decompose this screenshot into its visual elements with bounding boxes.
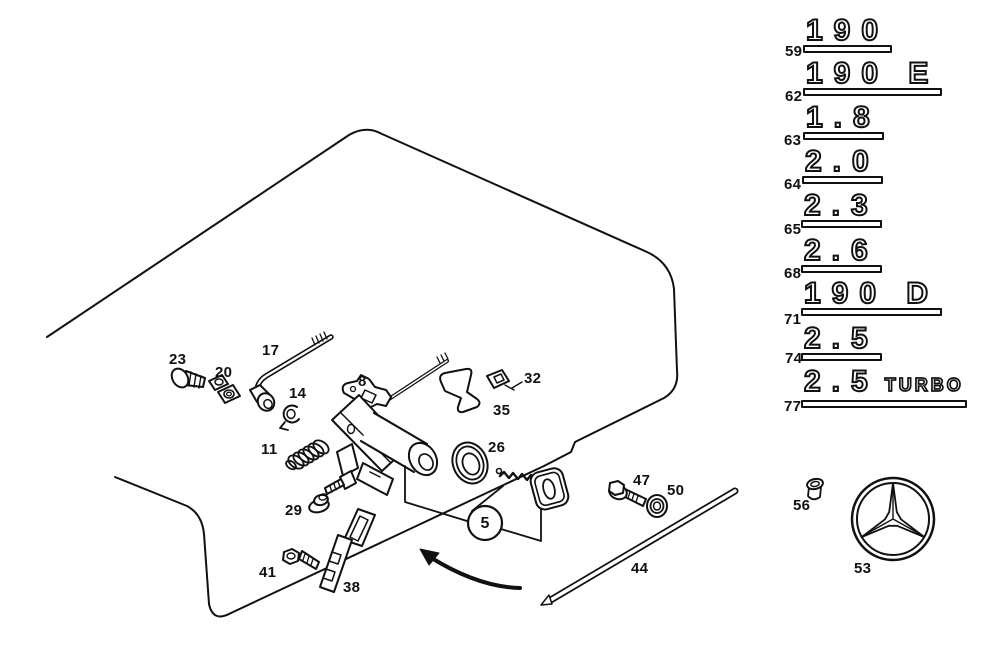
part-rod-17 xyxy=(249,331,334,412)
callout-63: 63 xyxy=(784,132,802,149)
callout-35: 35 xyxy=(493,402,511,419)
part-key-5 xyxy=(495,467,570,511)
badge-190e: 190 E xyxy=(803,57,943,96)
badge-1-8-text: 1.8 xyxy=(805,101,881,134)
callout-5-circle-shape xyxy=(466,504,504,542)
badge-190d-plinth xyxy=(801,308,943,316)
part-striker-38 xyxy=(319,508,376,593)
badge-1-8-plinth xyxy=(803,132,884,140)
part-screw-29 xyxy=(308,478,345,514)
badge-1-8: 1.8 xyxy=(803,101,884,140)
badge-2-0-text: 2.0 xyxy=(804,145,880,178)
badge-2-5-plinth xyxy=(801,353,882,361)
callout-71: 71 xyxy=(784,311,802,328)
part-screw-23 xyxy=(170,367,206,389)
badge-190e-plinth xyxy=(803,88,943,96)
callout-56: 56 xyxy=(793,497,811,514)
badge-190-plinth xyxy=(803,45,893,53)
badge-190e-text: 190 E xyxy=(805,57,940,90)
callout-17: 17 xyxy=(262,342,280,359)
part-grommet-50 xyxy=(646,494,668,518)
callout-14: 14 xyxy=(289,385,307,402)
callout-26: 26 xyxy=(488,439,506,456)
callout-29: 29 xyxy=(285,502,303,519)
callout-20: 20 xyxy=(215,364,233,381)
badge-190: 190 xyxy=(803,14,893,53)
part-grommet-56 xyxy=(806,477,824,501)
badge-190d-text: 190 D xyxy=(803,277,940,310)
callout-8: 8 xyxy=(358,373,367,390)
part-clip-32 xyxy=(486,369,523,391)
callout-74: 74 xyxy=(785,350,803,367)
callout-77: 77 xyxy=(784,398,802,415)
callout-38: 38 xyxy=(343,579,361,596)
part-bolt-41 xyxy=(282,548,320,570)
badge-2-0: 2.0 xyxy=(802,145,883,184)
badge-2-3: 2.3 xyxy=(801,189,882,228)
part-spring-11 xyxy=(285,439,330,471)
callout-11: 11 xyxy=(261,441,278,458)
callout-50: 50 xyxy=(667,482,685,499)
badge-2-3-text: 2.3 xyxy=(803,189,879,222)
direction-arrow-icon xyxy=(419,548,522,590)
callout-68: 68 xyxy=(784,265,802,282)
badge-2-6-plinth xyxy=(801,265,882,273)
badge-2-5-turbo-plinth xyxy=(801,400,967,408)
trunk-lid-outline xyxy=(46,128,679,618)
badge-2-6: 2.6 xyxy=(801,234,882,273)
part-nut-20 xyxy=(208,374,241,404)
callout-62: 62 xyxy=(785,88,803,105)
callout-53: 53 xyxy=(854,560,872,577)
callout-64: 64 xyxy=(784,176,802,193)
part-gasket-35 xyxy=(439,367,481,414)
callout-5: 5 xyxy=(480,515,490,532)
badge-2-3-plinth xyxy=(801,220,882,228)
badge-2-0-plinth xyxy=(802,176,883,184)
badge-2-6-text: 2.6 xyxy=(803,234,879,267)
badge-2-5-turbo-suffix: TURBO xyxy=(884,374,964,396)
callout-47: 47 xyxy=(633,472,651,489)
badge-2-5-turbo-main: 2.5 xyxy=(803,365,879,398)
badge-190-text: 190 xyxy=(805,14,890,47)
badge-2-5-text: 2.5 xyxy=(803,322,879,355)
callout-44: 44 xyxy=(631,560,649,577)
part-clip-14 xyxy=(279,404,300,431)
callout-23: 23 xyxy=(169,351,187,368)
part-ring-26 xyxy=(451,441,489,485)
callout-65: 65 xyxy=(784,221,802,238)
part-bolt-47 xyxy=(608,480,647,507)
part-trim-strip-44 xyxy=(540,487,739,606)
badge-190d: 190 D xyxy=(801,277,943,316)
callout-59: 59 xyxy=(785,43,803,60)
badge-2-5: 2.5 xyxy=(801,322,882,361)
part-lock-assembly-8 xyxy=(331,352,449,496)
callout-32: 32 xyxy=(524,370,542,387)
mercedes-star-icon xyxy=(850,476,936,562)
callout-41: 41 xyxy=(259,564,277,581)
